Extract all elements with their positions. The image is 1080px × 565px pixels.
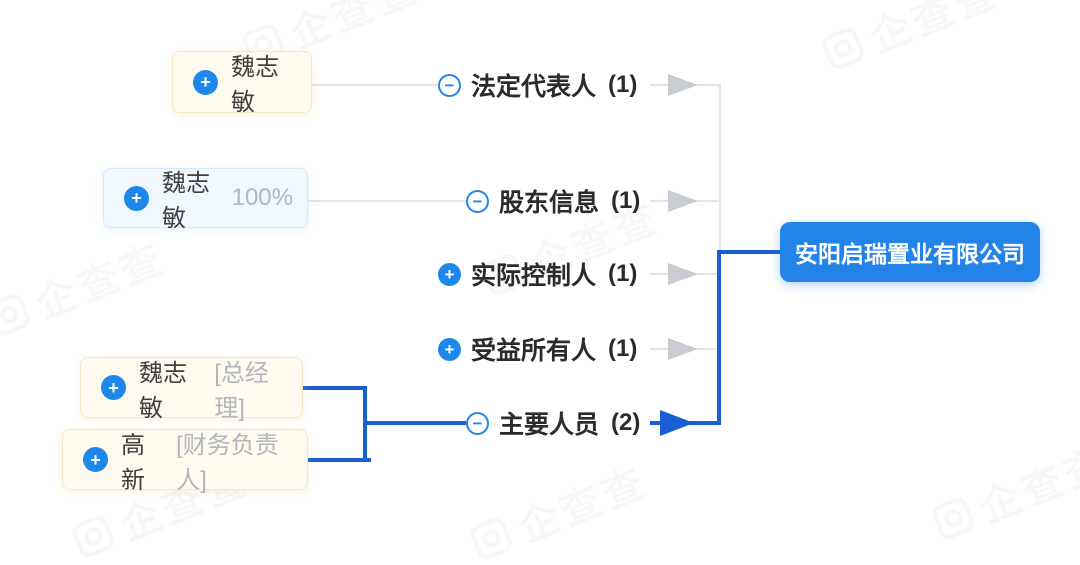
- expand-plus-icon[interactable]: +: [193, 69, 218, 95]
- gray-arrow-icon: [668, 190, 698, 212]
- person-name: 魏志敏: [231, 54, 279, 116]
- gray-arrow-icon: [668, 263, 698, 285]
- category-label: 受益所有人: [471, 337, 597, 365]
- category-count: (1): [608, 260, 638, 287]
- gray-arrow-icon: [668, 338, 698, 360]
- qichacha-logo-icon: [0, 291, 33, 338]
- node-shareholder[interactable]: + 魏志敏 100%: [103, 168, 308, 232]
- collapse-minus-icon[interactable]: −: [466, 189, 489, 213]
- watermark-text: 企查查: [864, 0, 1007, 62]
- connector-line: [363, 421, 466, 425]
- collapse-minus-icon[interactable]: −: [438, 73, 461, 97]
- person-name: 魏志敏: [162, 170, 210, 232]
- person-name: 魏志敏: [139, 359, 187, 422]
- connector-line: [308, 458, 371, 462]
- category-legal-representative[interactable]: − 法定代表人 (1): [438, 68, 637, 102]
- watermark-text: 企查查: [974, 440, 1080, 532]
- qichacha-logo-icon: [929, 495, 977, 542]
- qichacha-logo-icon: [819, 25, 867, 72]
- person-title: [总经理]: [214, 359, 269, 422]
- category-count: (2): [611, 409, 641, 436]
- category-count: (1): [608, 335, 638, 362]
- expand-plus-icon[interactable]: +: [124, 185, 149, 211]
- blue-arrow-icon: [660, 410, 694, 436]
- category-key-personnel[interactable]: − 主要人员 (2): [466, 406, 640, 440]
- person-name: 高新: [121, 431, 145, 494]
- category-count: (1): [611, 187, 641, 214]
- category-label: 主要人员: [499, 411, 600, 439]
- person-title: [财务负责人]: [176, 431, 279, 494]
- qichacha-logo-icon: [467, 515, 515, 562]
- category-label: 法定代表人: [471, 73, 597, 101]
- spine-line: [719, 84, 721, 252]
- qcc-watermark: 企查查: [464, 450, 655, 565]
- qcc-watermark: 企查查: [0, 226, 173, 348]
- expand-plus-icon[interactable]: +: [83, 447, 108, 472]
- connector-line: [717, 250, 780, 254]
- qichacha-logo-icon: [69, 513, 117, 560]
- connector-line: [303, 386, 367, 390]
- category-beneficial-owner[interactable]: + 受益所有人 (1): [438, 332, 637, 366]
- spine-line: [717, 250, 721, 425]
- node-staff-general-manager[interactable]: + 魏志敏 [总经理]: [80, 357, 303, 422]
- gray-arrow-icon: [668, 74, 698, 96]
- category-count: (1): [608, 71, 638, 98]
- qcc-watermark: 企查查: [926, 430, 1080, 552]
- connector-line: [308, 200, 466, 202]
- collapse-minus-icon[interactable]: −: [466, 411, 489, 435]
- connector-line: [312, 84, 438, 86]
- expand-plus-icon[interactable]: +: [101, 375, 126, 400]
- share-percentage: 100%: [231, 184, 293, 211]
- node-legal-representative[interactable]: + 魏志敏: [172, 51, 312, 116]
- qcc-watermark: 企查查: [816, 0, 1007, 82]
- node-staff-finance-head[interactable]: + 高新 [财务负责人]: [62, 429, 308, 494]
- expand-plus-icon[interactable]: +: [438, 262, 461, 286]
- company-name: 安阳启瑞置业有限公司: [795, 241, 1025, 267]
- watermark-text: 企查查: [512, 460, 655, 552]
- expand-plus-icon[interactable]: +: [438, 337, 461, 361]
- category-label: 实际控制人: [471, 262, 597, 290]
- category-label: 股东信息: [499, 189, 600, 217]
- watermark-text: 企查查: [30, 236, 173, 328]
- category-shareholders[interactable]: − 股东信息 (1): [466, 184, 640, 218]
- category-actual-controller[interactable]: + 实际控制人 (1): [438, 257, 637, 291]
- company-node[interactable]: 安阳启瑞置业有限公司: [780, 222, 1040, 282]
